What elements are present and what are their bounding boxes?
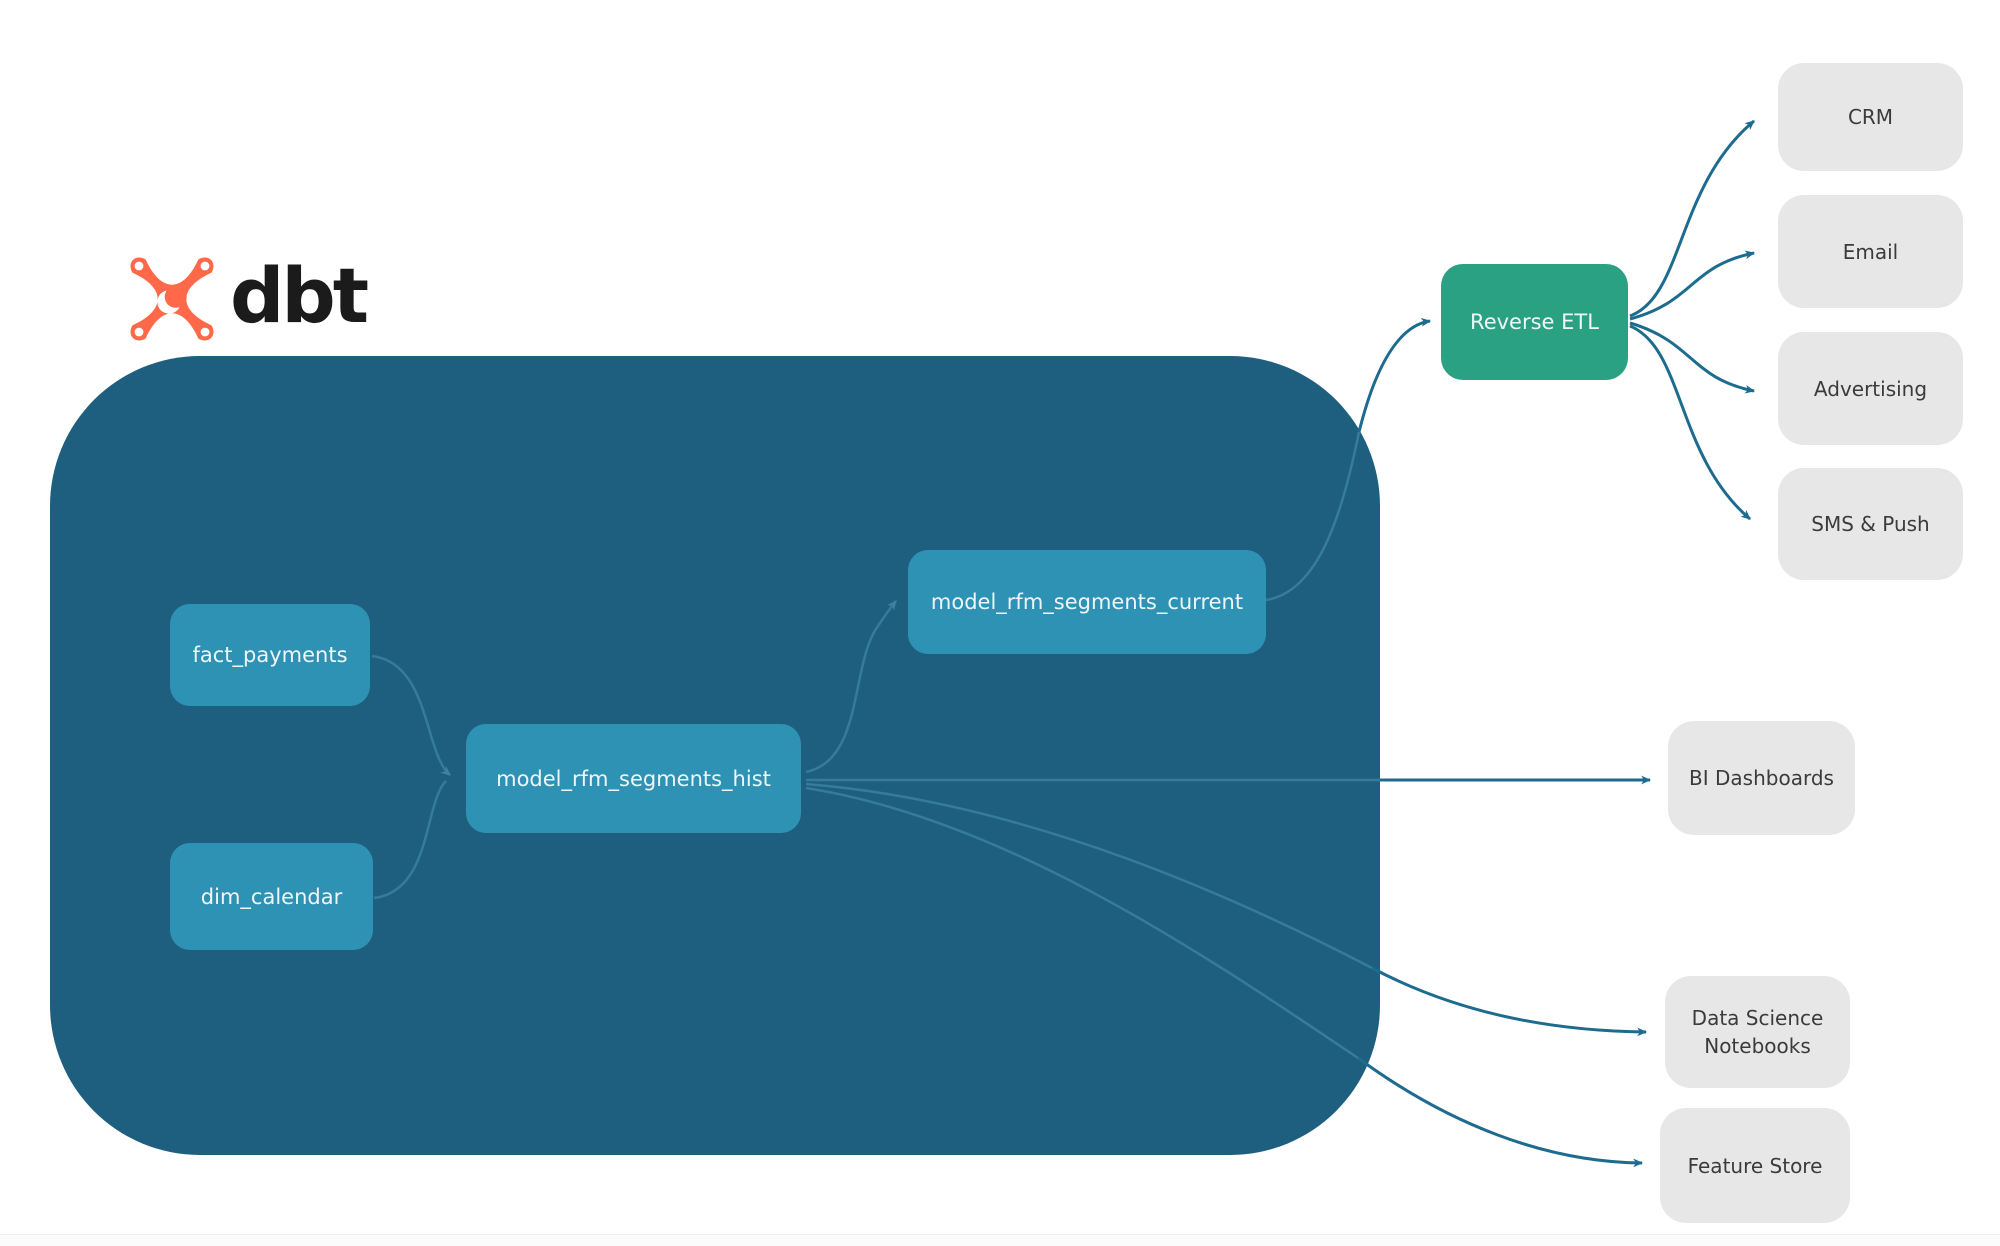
- edge-retl-to-email: [1629, 250, 1756, 321]
- edge-retl-to-advertising: [1629, 321, 1756, 394]
- node-feature-store-label: Feature Store: [1687, 1153, 1823, 1178]
- node-data-science-notebooks-label: Data Science Notebooks: [1691, 1006, 1824, 1058]
- node-dim-calendar-label: dim_calendar: [200, 884, 343, 909]
- edge-hist-to-ds: [1371, 966, 1648, 1037]
- edge-retl-to-crm: [1629, 119, 1755, 318]
- node-crm-label: CRM: [1847, 105, 1894, 129]
- node-dim-calendar: dim_calendar: [170, 843, 373, 950]
- node-reverse-etl-label: Reverse ETL: [1470, 310, 1599, 334]
- canvas-bottom-edge: [0, 1234, 2000, 1246]
- node-reverse-etl: Reverse ETL: [1441, 264, 1628, 380]
- node-model-rfm-segments-current-label: model_rfm_segments_current: [930, 590, 1244, 614]
- node-model-rfm-segments-hist: model_rfm_segments_hist: [466, 724, 801, 833]
- node-data-science-notebooks: Data Science Notebooks: [1665, 976, 1850, 1088]
- node-advertising: Advertising: [1778, 332, 1963, 445]
- dbt-wordmark: dbt: [230, 251, 369, 340]
- node-email: Email: [1778, 195, 1963, 308]
- node-feature-store: Feature Store: [1660, 1108, 1850, 1223]
- edge-hist-to-fs: [1357, 1056, 1644, 1168]
- node-bi-dashboards: BI Dashboards: [1668, 721, 1855, 835]
- dbt-logo: dbt: [128, 251, 369, 343]
- node-bi-dashboards-label: BI Dashboards: [1689, 766, 1834, 790]
- node-fact-payments-label: fact_payments: [192, 643, 348, 667]
- node-advertising-label: Advertising: [1813, 376, 1928, 401]
- node-sms-push: SMS & Push: [1778, 468, 1963, 580]
- node-model-rfm-segments-hist-label: model_rfm_segments_hist: [496, 766, 771, 791]
- edge-current-to-retl: [1357, 317, 1432, 433]
- node-crm: CRM: [1778, 63, 1963, 171]
- node-email-label: Email: [1842, 239, 1899, 264]
- node-sms-push-label: SMS & Push: [1811, 512, 1930, 536]
- edge-retl-to-sms: [1629, 324, 1751, 521]
- node-model-rfm-segments-current: model_rfm_segments_current: [908, 550, 1266, 654]
- node-fact-payments: fact_payments: [170, 604, 370, 706]
- dbt-logo-icon: [130, 257, 214, 341]
